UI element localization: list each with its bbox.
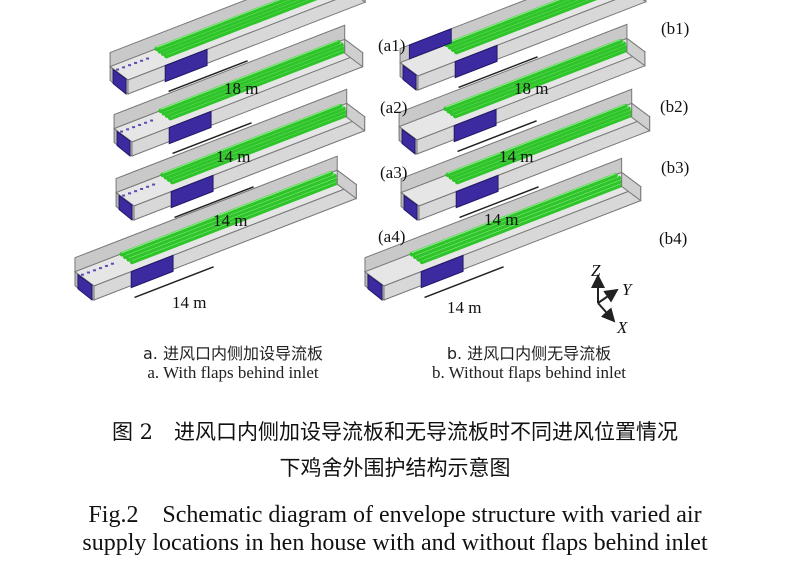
hen-house-schematics	[73, 0, 651, 323]
hen-house-b2	[398, 23, 646, 156]
panel-tag-b4: (b4)	[659, 229, 688, 248]
legend-a-chinese: a. 进风口内侧加设导流板	[143, 344, 323, 363]
hen-house-a2	[113, 24, 364, 158]
axis-label-z: Z	[591, 261, 601, 280]
figure-area: (a1) (a2) (a3) (a4) (b1) (b2) (b3) (b4) …	[73, 0, 690, 382]
legend-a: a. 进风口内侧加设导流板 a. With flaps behind inlet	[108, 344, 358, 382]
dimension-label-a4: 14 m	[172, 293, 207, 312]
axis-label-y: Y	[622, 280, 632, 299]
panel-tag-a3: (a3)	[380, 163, 408, 182]
axis-triad	[591, 274, 619, 323]
dimension-label-a2: 14 m	[216, 147, 251, 166]
hen-house-b3	[400, 88, 651, 222]
dimension-label-b2: 14 m	[499, 147, 534, 166]
hen-house-a3	[115, 88, 366, 222]
dimension-label-a1: 18 m	[224, 79, 259, 98]
caption-english-line2: supply locations in hen house with and w…	[82, 530, 708, 556]
hen-house-a1	[109, 0, 366, 96]
legend-b: b. 进风口内侧无导流板 b. Without flaps behind inl…	[398, 344, 660, 382]
legend-a-english: a. With flaps behind inlet	[147, 363, 319, 382]
axis-label-x: X	[617, 318, 628, 337]
dimension-label-a3: 14 m	[213, 211, 248, 230]
panel-tag-a1: (a1)	[378, 36, 406, 55]
panel-tag-a4: (a4)	[378, 227, 406, 246]
legend-b-chinese: b. 进风口内侧无导流板	[446, 344, 612, 363]
hen-house-b1	[399, 0, 647, 92]
panel-tag-a2: (a2)	[380, 98, 408, 117]
caption-chinese-line2: 下鸡舍外围护结构示意图	[279, 456, 511, 480]
panel-tag-b1: (b1)	[661, 19, 690, 38]
caption-english-line1: Fig.2 Schematic diagram of envelope stru…	[88, 502, 702, 528]
panel-tag-b2: (b2)	[660, 97, 689, 116]
legend-b-english: b. Without flaps behind inlet	[431, 363, 626, 382]
caption-chinese-line1: 图 2 进风口内侧加设导流板和无导流板时不同进风位置情况	[111, 420, 679, 444]
dimension-label-b4: 14 m	[447, 298, 482, 317]
dimension-label-b1: 18 m	[514, 79, 549, 98]
hen-house-b4	[363, 157, 642, 302]
hen-house-a4	[73, 155, 358, 302]
dimension-label-b3: 14 m	[484, 210, 519, 229]
panel-tag-b3: (b3)	[661, 158, 690, 177]
